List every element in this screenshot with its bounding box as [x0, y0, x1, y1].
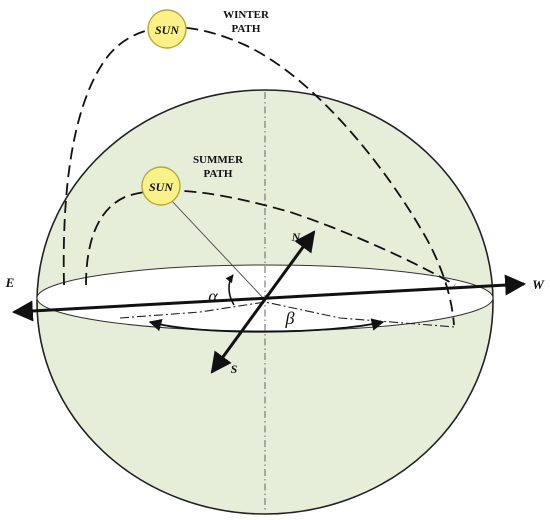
east-label: E [5, 275, 15, 290]
south-label: S [231, 362, 238, 376]
winter-path-label-line2: PATH [232, 23, 261, 35]
beta-label: β [285, 308, 295, 328]
summer-path-label-line2: PATH [204, 168, 233, 180]
alpha-label: α [208, 286, 218, 306]
summer-sun-label: SUN [149, 180, 174, 194]
winter-sun-label: SUN [155, 23, 180, 37]
summer-path-label-line1: SUMMER [193, 154, 244, 166]
alpha-angle-arc [225, 274, 235, 306]
winter-sun-path [62, 26, 455, 326]
winter-sun-icon [147, 9, 187, 49]
summer-sun-path [85, 189, 456, 286]
north-label: N [291, 230, 302, 244]
winter-path-label-line1: WINTER [223, 9, 270, 21]
summer-sun-icon [141, 166, 181, 206]
north-south-axis [210, 230, 316, 374]
beta-angle-arc [148, 318, 385, 333]
west-label: W [532, 277, 545, 292]
